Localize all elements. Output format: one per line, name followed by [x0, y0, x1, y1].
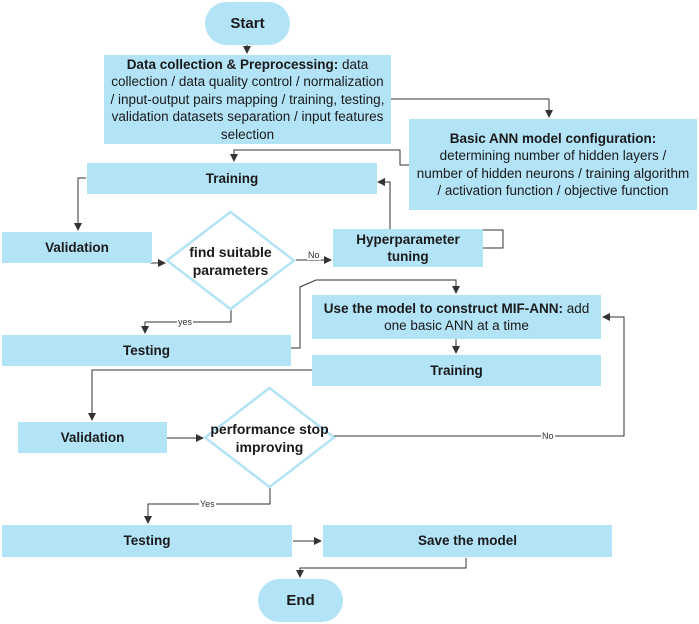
edge-training2-to-validation2	[88, 369, 312, 421]
edge-label-d2-yes: Yes	[199, 499, 216, 509]
decision-1-text-box: find suitable parameters	[165, 210, 296, 311]
validation-node-2: Validation	[18, 422, 167, 453]
end-node: End	[258, 579, 343, 622]
edge-validation1-to-decision1	[150, 246, 166, 267]
decision-2-label: performance stop improving	[210, 420, 329, 455]
decision-1-label: find suitable parameters	[189, 243, 272, 278]
basic-ann-body: determining number of hidden layers / nu…	[416, 148, 690, 198]
edge-label-d2-no: No	[541, 431, 555, 441]
hyperparameter-node: Hyperparameter tuning	[333, 229, 483, 267]
testing-label-2: Testing	[123, 533, 171, 549]
validation-node-1: Validation	[2, 232, 152, 263]
edge-training1-to-validation1	[74, 177, 86, 231]
mif-ann-title: Use the model to construct MIF-ANN:	[323, 300, 563, 316]
edge-save-to-end	[296, 558, 467, 578]
data-collection-text: Data collection & Preprocessing: data co…	[108, 56, 387, 144]
edge-label-d1-yes: yes	[177, 317, 194, 327]
training-label-2: Training	[430, 362, 483, 378]
save-model-node: Save the model	[323, 525, 612, 557]
end-label: End	[286, 591, 315, 609]
decision-2-shape	[203, 386, 336, 489]
edge-decision2-to-mif	[332, 313, 625, 437]
training-node-2: Training	[312, 355, 601, 386]
validation-label-1: Validation	[45, 239, 109, 255]
data-collection-body: data collection / data quality control /…	[110, 56, 385, 142]
training-node-1: Training	[87, 163, 377, 194]
decision-2-text-box: performance stop improving	[203, 386, 336, 489]
mif-ann-body: add one basic ANN at a time	[384, 300, 590, 334]
decision-performance-stop-improving: performance stop improving	[203, 386, 336, 489]
mif-ann-text: Use the model to construct MIF-ANN: add …	[316, 300, 597, 335]
save-model-label: Save the model	[417, 533, 518, 549]
edge-label-d1-no: No	[307, 250, 321, 260]
testing-label-1: Testing	[123, 342, 170, 358]
basic-ann-text: Basic ANN model configuration: determini…	[415, 130, 691, 200]
basic-ann-node: Basic ANN model configuration: determini…	[409, 119, 697, 210]
decision-1-shape	[165, 210, 296, 311]
decision-find-suitable-parameters: find suitable parameters	[165, 210, 296, 311]
start-label: Start	[230, 14, 265, 32]
mif-ann-node: Use the model to construct MIF-ANN: add …	[312, 295, 601, 339]
data-collection-title: Data collection & Preprocessing:	[126, 56, 339, 72]
hyperparameter-label: Hyperparameter tuning	[356, 231, 460, 265]
edge-basic-to-training1	[230, 149, 410, 166]
data-collection-node: Data collection & Preprocessing: data co…	[104, 55, 391, 144]
validation-label-2: Validation	[60, 429, 125, 445]
testing-node-2: Testing	[2, 525, 292, 557]
edge-testing1-to-mif	[291, 279, 460, 349]
basic-ann-title: Basic ANN model configuration:	[449, 130, 657, 146]
start-node: Start	[205, 2, 290, 45]
training-label-1: Training	[205, 170, 259, 186]
testing-node-1: Testing	[2, 335, 291, 366]
edge-data-to-basic	[390, 98, 553, 118]
